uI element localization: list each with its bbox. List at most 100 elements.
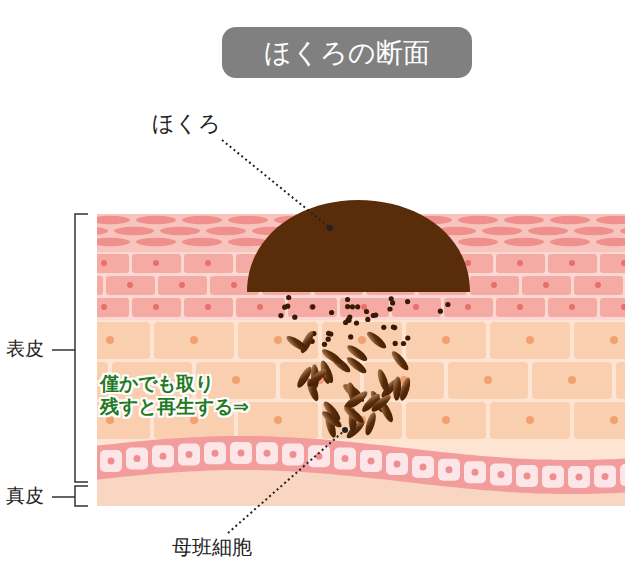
skin-cell [574,276,623,295]
cell-nucleus [413,304,419,310]
skin-cell [522,276,571,295]
cell-nucleus [309,304,315,310]
cell-nucleus [153,260,159,266]
layer-label: 真皮 [6,484,44,507]
nevus-cell [345,355,369,376]
nevus-cell [305,367,328,389]
skin-cell [548,254,597,273]
nevus-dot [365,317,370,322]
nevus-dot [390,300,395,305]
skin-cell [160,227,200,235]
skin-cell [620,227,625,235]
skin-cell [126,447,148,469]
leader-dot [327,225,333,231]
cell-nucleus [465,260,471,266]
cell-nucleus [238,450,245,457]
skin-cell [528,227,568,235]
skin-cell [178,443,200,465]
nevus-cell [398,376,412,401]
skin-cell [334,447,356,469]
cell-nucleus [595,282,601,288]
skin-cell [136,238,176,246]
skin-cell [574,402,625,439]
cell-nucleus [134,455,141,462]
skin-cell [97,298,129,317]
mole-label: ほくろ [152,111,221,137]
skin-cell [490,402,570,439]
skin-cell [490,322,570,359]
cell-nucleus [108,458,115,465]
skin-cell [114,227,154,235]
nevus-dot [345,297,350,302]
skin-cell [97,254,129,273]
skin-cell [550,216,590,224]
cell-nucleus [264,450,271,457]
skin-cell [97,227,108,235]
nevus-cell [389,349,411,373]
nevus-cells [278,295,450,441]
nevus-dot [345,304,350,309]
skin-cell [100,450,122,472]
skin-cell [406,322,486,359]
cell-nucleus [484,376,492,384]
cell-nucleus [101,260,107,266]
nevus-dot [355,304,360,309]
leader-dot [342,427,348,433]
skin-cell [574,322,625,359]
nevus-dot [373,313,378,318]
cell-nucleus [153,304,159,310]
bracket-tick [52,349,75,351]
cell-nucleus [621,260,625,266]
nevus-cell [363,411,378,436]
skin-cell [360,450,382,472]
skin-cell [392,298,441,317]
cell-nucleus [621,304,625,310]
nevus-cell [369,393,393,415]
nevus-dot [348,334,353,339]
skin-cell [596,238,625,246]
nevus-dot [310,304,315,309]
skin-cell [600,298,625,317]
cell-nucleus [550,473,557,480]
nevus-cell [285,334,309,354]
skin-cell [206,227,246,235]
nevus-dot [387,306,392,311]
skin-cell [406,402,486,439]
skin-cell [550,238,590,246]
cell-nucleus [190,336,198,344]
dermis-bracket [75,486,88,506]
nevus-dot [285,304,290,309]
skin-cell [97,216,130,224]
title-box: ほくろの断面 [222,27,472,78]
skin-cell [458,238,498,246]
skin-cell [106,276,155,295]
cell-nucleus [442,336,450,344]
skin-cell [542,466,564,488]
nevus-dot [329,310,334,315]
skin-cell [464,461,486,483]
nevus-cell [376,368,391,393]
skin-cell [532,362,612,399]
skin-cell [154,322,234,359]
mole [247,200,470,292]
skin-cell [458,216,498,224]
cell-nucleus [526,416,534,424]
skin-cell [496,254,545,273]
nevus-dot [326,337,331,342]
skin-cell [482,227,522,235]
cell-nucleus [491,282,497,288]
cell-nucleus [205,304,211,310]
nevus-dot [391,324,396,329]
skin-cell [470,276,519,295]
skin-cell [97,276,103,295]
cell-nucleus [442,416,450,424]
cell-nucleus [290,451,297,458]
nevus-cell [342,404,366,425]
cell-nucleus [465,304,471,310]
cell-nucleus [231,282,237,288]
cell-nucleus [127,282,133,288]
nevus-dot [401,341,406,346]
cell-nucleus [420,463,427,470]
skin-cell [616,362,625,399]
